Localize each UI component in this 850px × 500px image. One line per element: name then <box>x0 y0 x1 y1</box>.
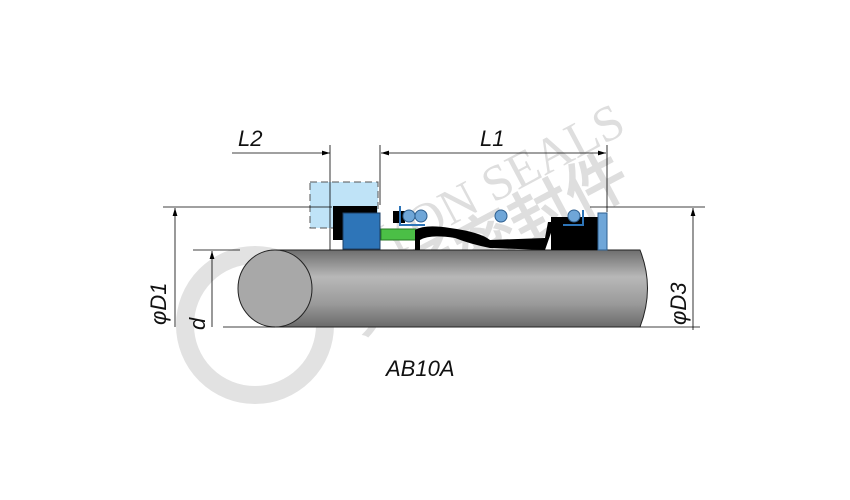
mechanical-seal <box>309 181 608 251</box>
dim-label-d3: φD3 <box>666 282 691 325</box>
shaft <box>237 249 648 328</box>
o-ring-icon <box>494 209 508 223</box>
end-plate <box>597 212 608 251</box>
o-ring-icon <box>567 209 581 223</box>
dim-label-d: d <box>185 317 210 330</box>
model-label: AB10A <box>384 356 455 381</box>
dimension-lines <box>163 145 705 330</box>
collar-cup <box>563 210 584 226</box>
retainer-cup <box>399 206 425 226</box>
seal-face <box>342 212 381 250</box>
o-ring-icon <box>414 209 428 223</box>
dim-label-d1: φD1 <box>146 283 171 325</box>
dim-label-l1: L1 <box>480 126 504 151</box>
drive-collar <box>551 217 599 250</box>
shaft-end-face <box>237 249 313 328</box>
o-ring-icon <box>402 209 416 223</box>
dim-label-l2: L2 <box>238 126 262 151</box>
bellows <box>415 222 552 250</box>
rotary-ring <box>380 228 417 241</box>
